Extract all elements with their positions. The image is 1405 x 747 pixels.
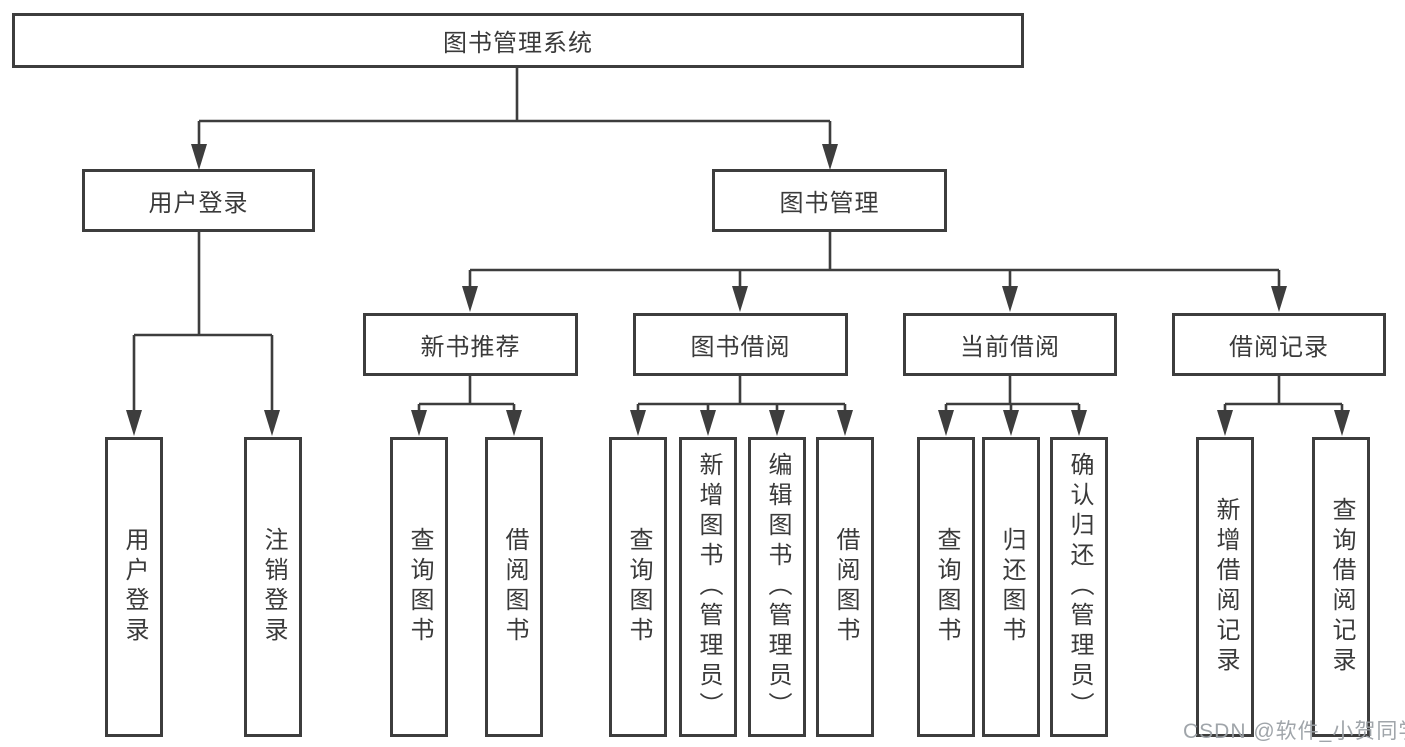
leaf-edit-books-admin: 编辑图书（管理员） [748, 437, 806, 737]
node-book-management-branch: 图书管理 [712, 169, 947, 232]
leaf-borrow-books: 借阅图书 [816, 437, 874, 737]
leaf-label: 新增借阅记录 [1212, 497, 1239, 677]
leaf-add-borrow-record: 新增借阅记录 [1196, 437, 1254, 737]
leaf-query-books-borrow: 查询图书 [609, 437, 667, 737]
arrowheads [126, 144, 1350, 436]
node-new-book-recommend: 新书推荐 [363, 313, 578, 376]
leaf-logout: 注销登录 [244, 437, 302, 737]
leaf-label: 新增图书（管理员） [695, 452, 722, 722]
node-book-borrow: 图书借阅 [633, 313, 848, 376]
leaf-label: 编辑图书（管理员） [764, 452, 791, 722]
leaf-query-books-current: 查询图书 [917, 437, 975, 737]
leaf-user-login: 用户登录 [105, 437, 163, 737]
node-current-borrow: 当前借阅 [903, 313, 1117, 376]
node-user-login-branch: 用户登录 [82, 169, 315, 232]
leaf-confirm-return-admin: 确认归还（管理员） [1050, 437, 1108, 737]
leaf-label: 注销登录 [260, 527, 287, 647]
leaf-label: 归还图书 [998, 527, 1025, 647]
leaf-label: 查询图书 [933, 527, 960, 647]
connector-edges [132, 68, 1344, 416]
leaf-query-borrow-record: 查询借阅记录 [1312, 437, 1370, 737]
leaf-label: 查询图书 [406, 527, 433, 647]
node-borrow-records: 借阅记录 [1172, 313, 1386, 376]
leaf-label: 借阅图书 [832, 527, 859, 647]
leaf-return-books: 归还图书 [982, 437, 1040, 737]
leaf-borrow-books-recommend: 借阅图书 [485, 437, 543, 737]
leaf-label: 借阅图书 [501, 527, 528, 647]
leaf-label: 查询图书 [625, 527, 652, 647]
leaf-label: 查询借阅记录 [1328, 497, 1355, 677]
leaf-label: 确认归还（管理员） [1066, 452, 1093, 722]
csdn-watermark: CSDN @软件_小贺同学 [1183, 720, 1405, 743]
leaf-label: 用户登录 [121, 527, 148, 647]
leaf-add-books-admin: 新增图书（管理员） [679, 437, 737, 737]
leaf-query-books-recommend: 查询图书 [390, 437, 448, 737]
node-root-system: 图书管理系统 [12, 13, 1024, 68]
